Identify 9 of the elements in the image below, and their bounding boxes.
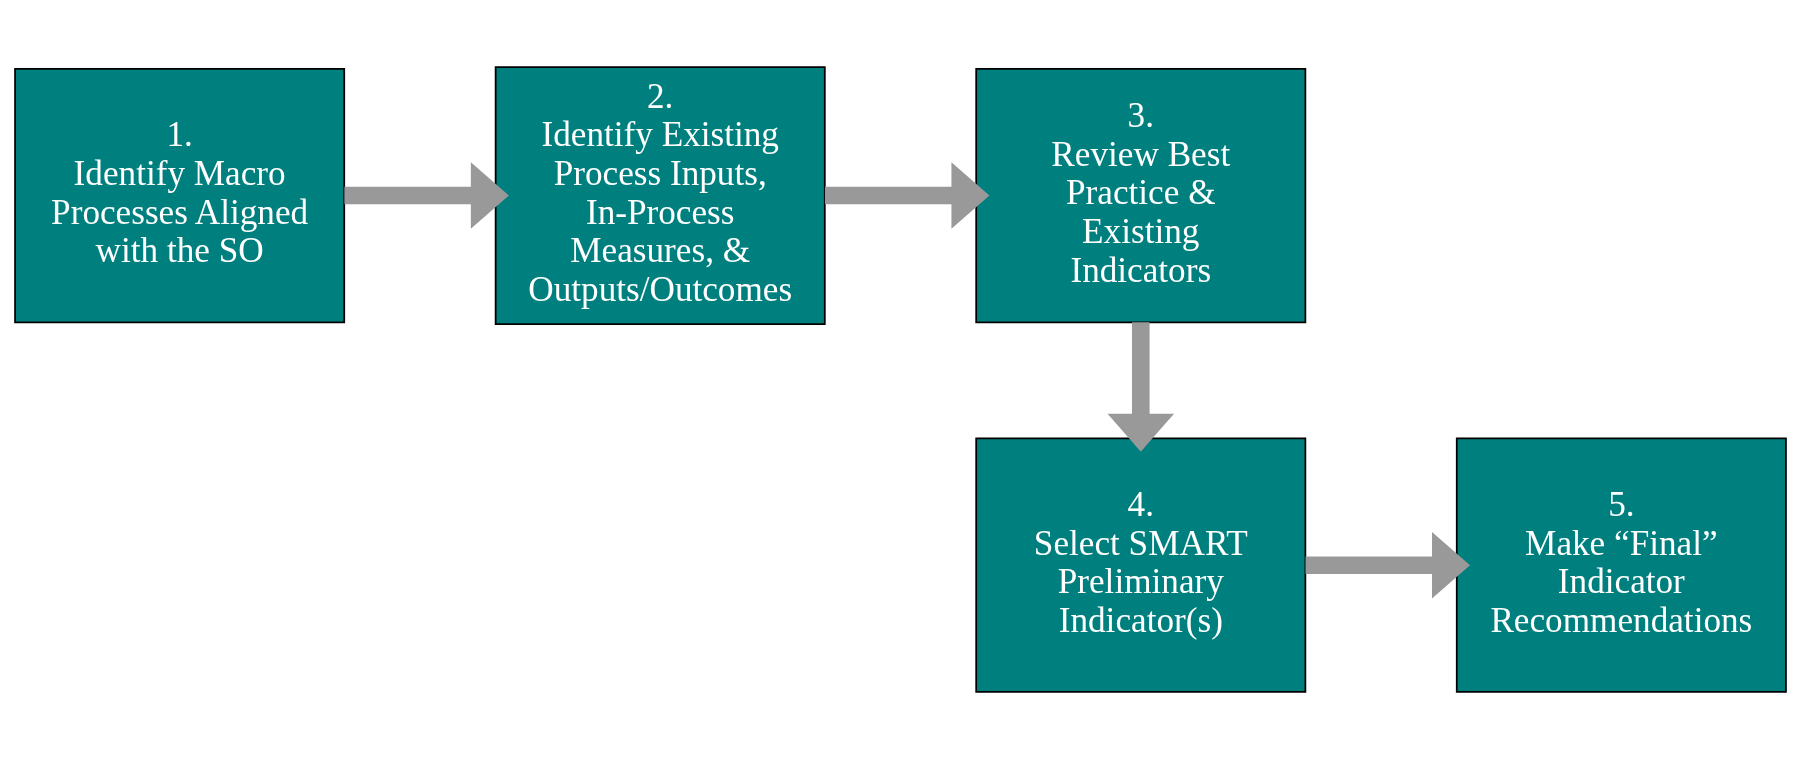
arrow [1305, 531, 1470, 599]
node-box: 3. Review Best Practice & Existing Indicators [975, 67, 1307, 324]
node-box: 4. Select SMART Preliminary Indicator(s) [975, 437, 1307, 693]
arrow [344, 162, 509, 229]
node-box: 2. Identify Existing Process Inputs, In-Process Measures, & Outputs/Outcomes [494, 66, 826, 325]
arrow [824, 162, 990, 229]
arrow [1107, 322, 1175, 452]
node-box: 1. Identify Macro Processes Aligned with the SO [14, 67, 346, 324]
node-box: 5. Make “Final” Indicator Recommendations [1455, 437, 1787, 693]
